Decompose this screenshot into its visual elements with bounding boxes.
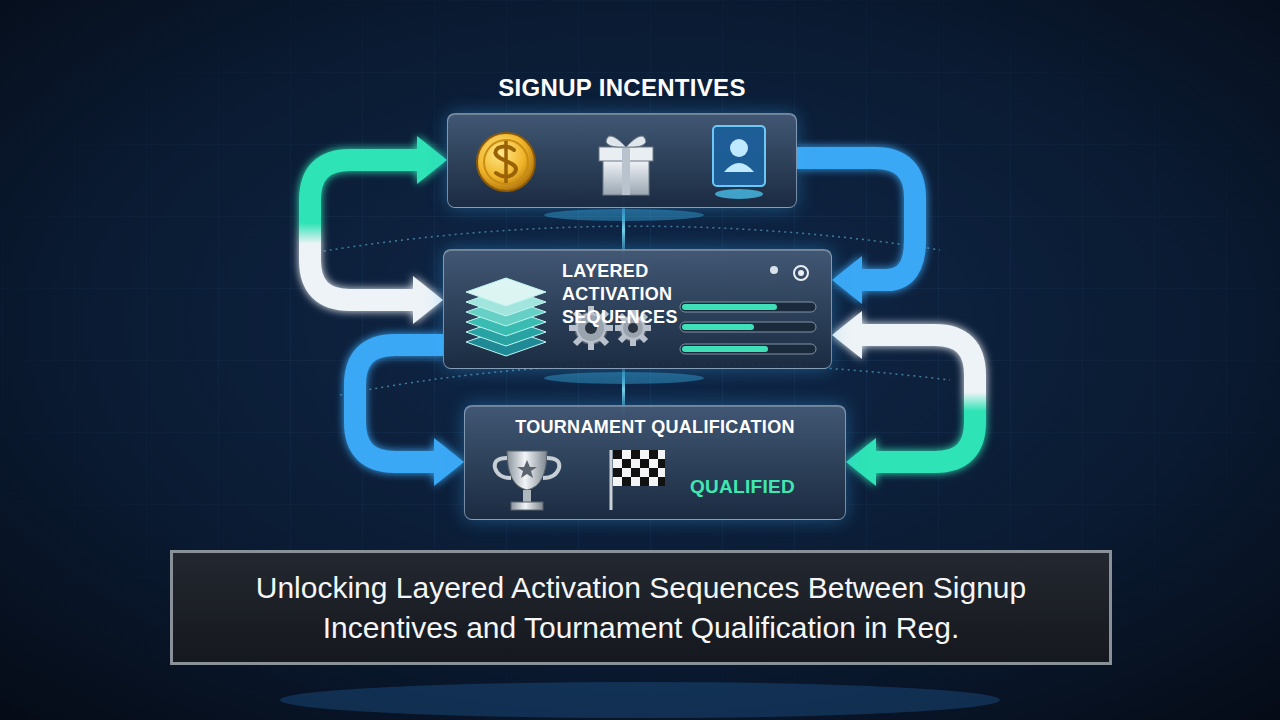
activation-panel: LAYERED ACTIVATION SEQUENCES [443, 249, 832, 369]
panel-heading: LAYERED ACTIVATION SEQUENCES [562, 260, 762, 329]
panel-heading: SIGNUP INCENTIVES [448, 74, 796, 102]
caption-panel: Unlocking Layered Activation Sequences B… [170, 550, 1112, 665]
flow-arrow [832, 311, 975, 486]
flow-arrow [310, 136, 447, 324]
panel-heading: TOURNAMENT QUALIFICATION [465, 416, 845, 438]
incentive-icons [448, 114, 798, 209]
status-label: QUALIFIED [690, 476, 795, 498]
caption-text: Unlocking Layered Activation Sequences B… [203, 568, 1079, 648]
incentive-panel: SIGNUP INCENTIVES [447, 113, 797, 208]
qualification-panel: TOURNAMENT QUALIFICATION QUALIFIED [464, 405, 846, 520]
